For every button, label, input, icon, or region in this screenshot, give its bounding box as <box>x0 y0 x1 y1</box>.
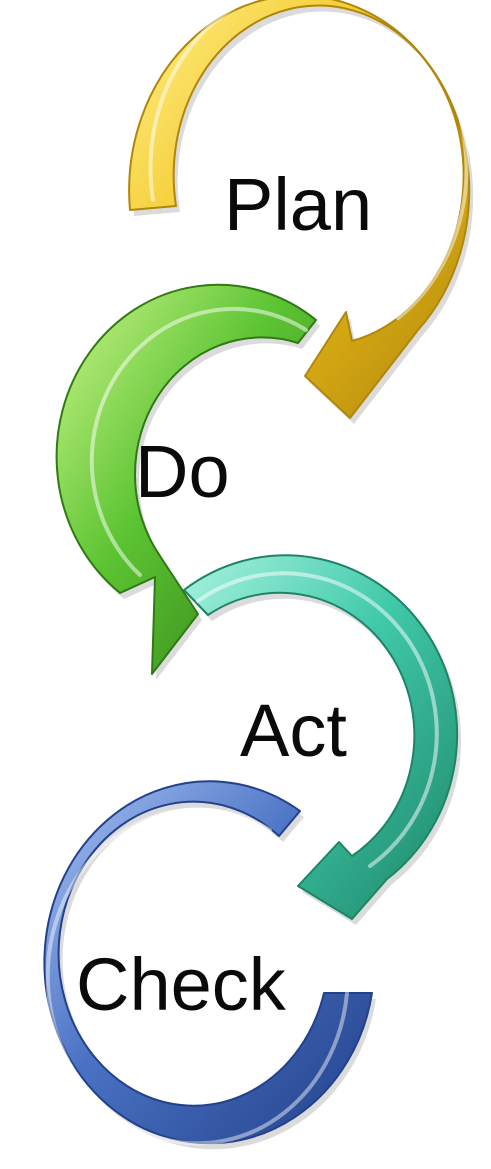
plan-arrow <box>128 0 474 424</box>
plan-arrow-body <box>128 0 471 419</box>
act-arrow <box>183 554 462 925</box>
act-arrow-highlight <box>196 571 439 868</box>
plan-arrow-highlight <box>148 0 469 320</box>
plan-label: Plan <box>224 163 372 246</box>
do-label: Do <box>135 430 230 513</box>
act-label: Act <box>240 689 347 772</box>
check-label: Check <box>76 943 287 1026</box>
check-arrow-body <box>43 780 373 1145</box>
check-arrow <box>43 780 376 1150</box>
check-arrow-highlight <box>45 807 349 1146</box>
do-arrow-body <box>55 283 317 675</box>
do-arrow <box>55 283 320 680</box>
act-arrow-body <box>183 554 459 920</box>
do-arrow-highlight <box>89 306 308 577</box>
